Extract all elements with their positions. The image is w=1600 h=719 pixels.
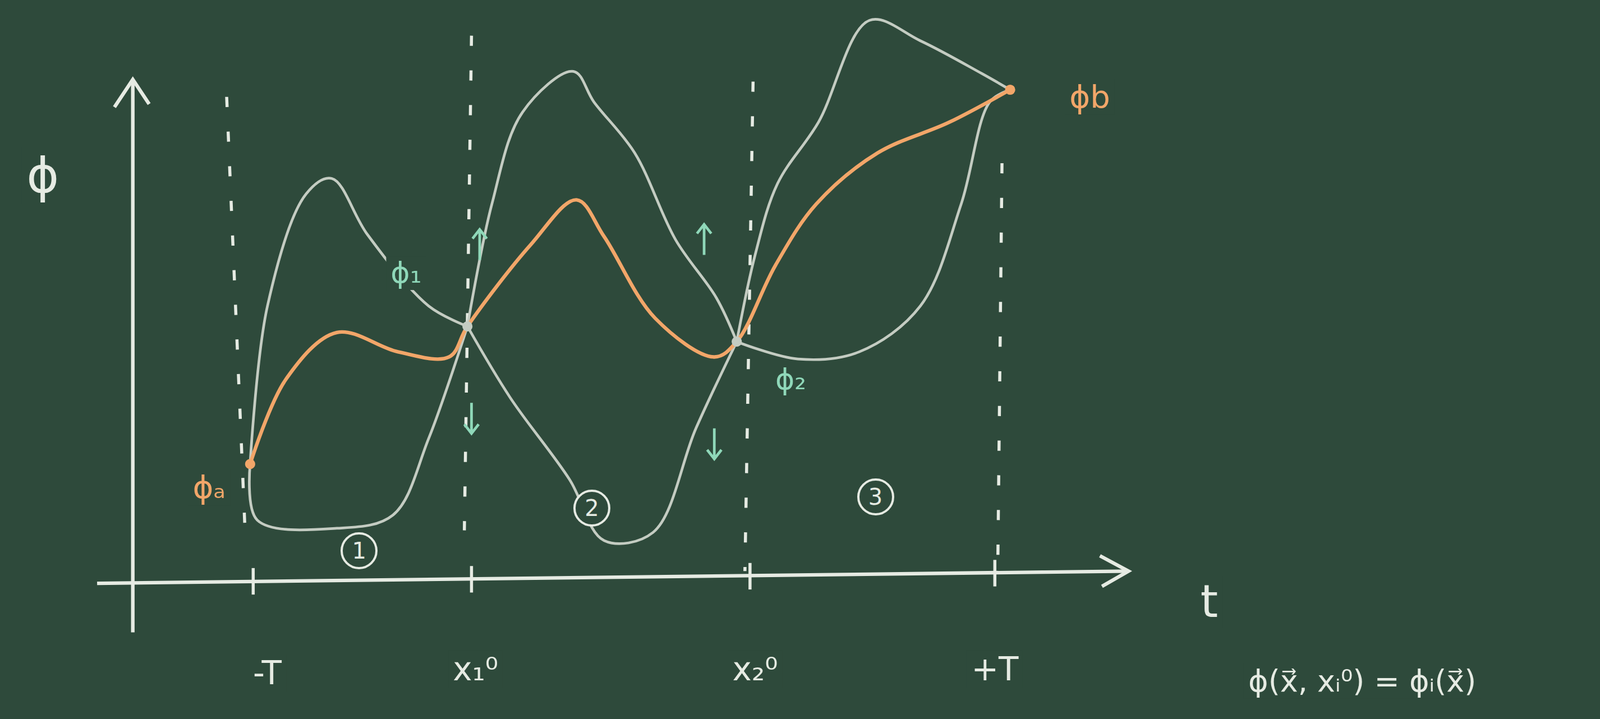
time-axis (97, 571, 1128, 584)
axis-tick (470, 566, 473, 593)
time-slice-line (464, 35, 472, 531)
tick-label: x₁⁰ (448, 650, 503, 689)
time-slice-line (998, 163, 1002, 556)
axis-tick (748, 563, 752, 590)
variation-arrow (707, 428, 722, 460)
tick-label: x₂⁰ (728, 650, 783, 689)
sample-path (467, 326, 737, 544)
highlighted-path (250, 89, 1011, 464)
sample-path (467, 71, 737, 342)
endpoint-label: ϕₐ (187, 469, 231, 506)
variation-arrow (472, 229, 487, 261)
variation-arrow (464, 402, 479, 434)
tick-label: -T (248, 654, 287, 693)
slice-value-label: ϕ₁ (385, 256, 426, 291)
time-slice-line (226, 97, 246, 531)
variation-arrow (696, 224, 711, 256)
sample-path (249, 326, 468, 531)
phi-axis (131, 81, 135, 633)
sample-path (736, 89, 1010, 360)
slice-value-label: ϕ₂ (770, 362, 811, 397)
axis-label: t (1196, 576, 1223, 628)
callout-number: 1 (352, 539, 367, 563)
axis-label: ϕ (21, 146, 64, 204)
sample-path (736, 19, 1010, 342)
axis-arrowhead (114, 79, 150, 108)
boundary-condition: ϕ(x⃗, xᵢ⁰) = ϕᵢ(x⃗) (1243, 664, 1481, 700)
region-number: 1 (340, 532, 378, 570)
path-point (1005, 84, 1016, 95)
tick-label: +T (966, 650, 1023, 689)
callout-number: 3 (868, 485, 883, 509)
axis-arrowhead (1100, 555, 1129, 587)
path-point (462, 321, 473, 332)
callout-number: 2 (584, 497, 599, 520)
region-number: 3 (857, 478, 895, 516)
region-number: 2 (573, 489, 611, 527)
path-point (731, 336, 742, 347)
endpoint-label: ϕb (1064, 79, 1115, 116)
axis-tick (993, 559, 997, 587)
axis-tick (251, 568, 255, 595)
path-point (245, 458, 256, 470)
